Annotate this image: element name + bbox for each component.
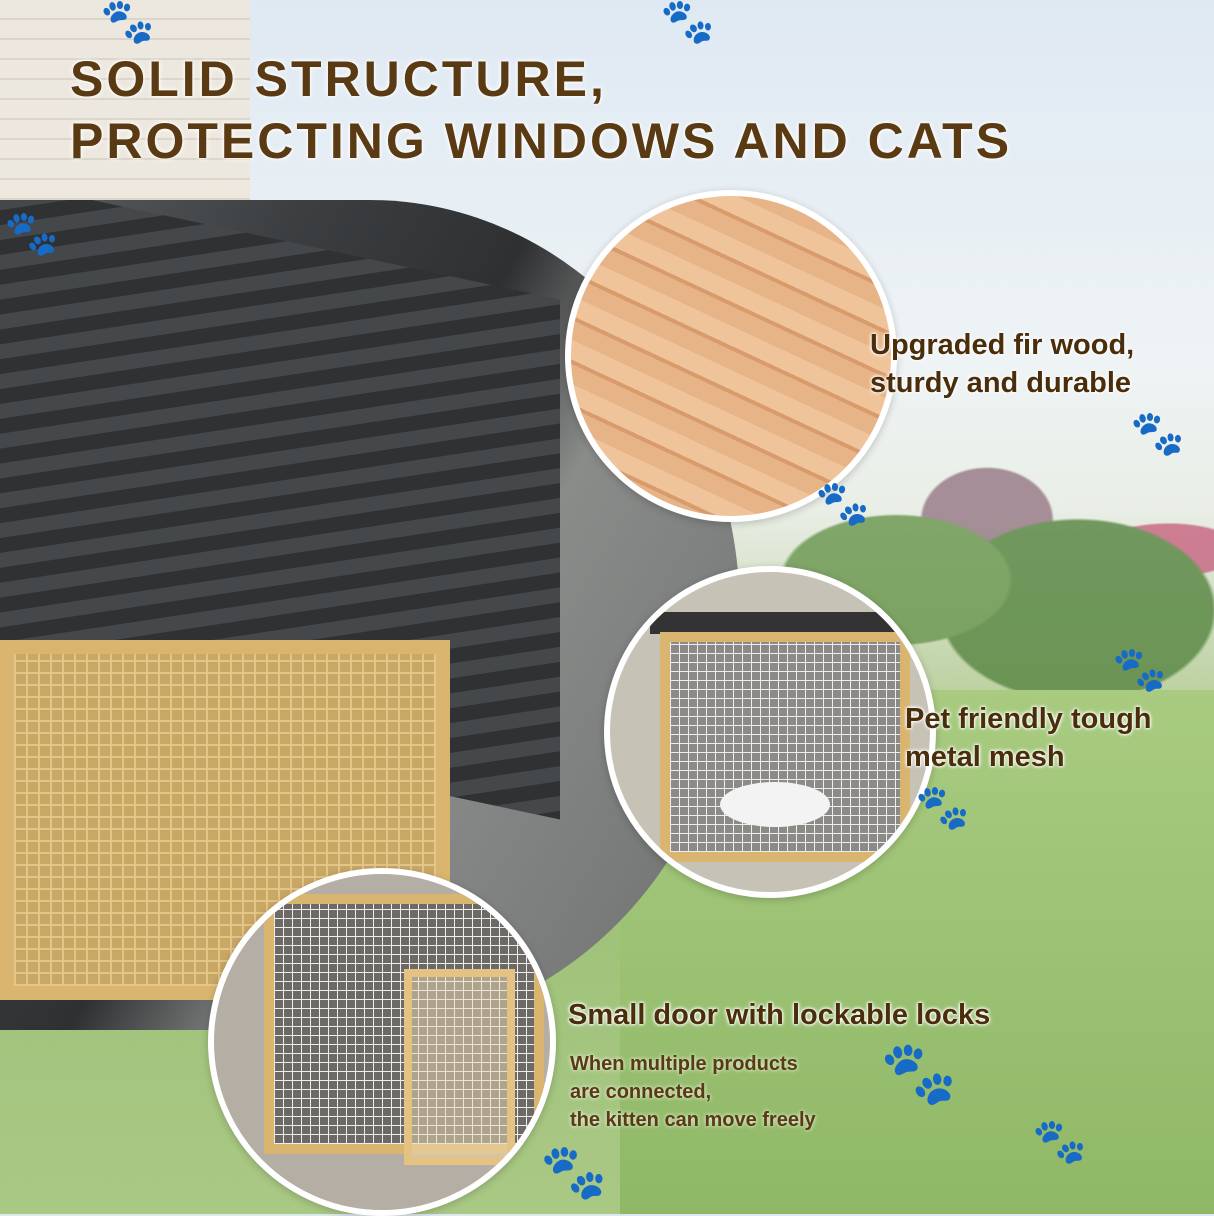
paw-print-icon: 🐾 xyxy=(880,1036,958,1109)
open-door xyxy=(404,969,515,1165)
paw-print-icon: 🐾 xyxy=(815,478,870,529)
paw-print-icon: 🐾 xyxy=(100,0,155,47)
cat xyxy=(720,782,830,827)
paw-print-icon: 🐾 xyxy=(1032,1116,1087,1167)
note-text: When multiple products xyxy=(570,1053,798,1075)
mesh-cage-photo xyxy=(604,566,936,898)
note-text: are connected, xyxy=(570,1081,712,1103)
headline-line-2: protecting windows and cats xyxy=(70,113,1013,169)
feature-text: Upgraded fir wood, xyxy=(870,329,1135,361)
feature-fir-wood: Upgraded fir wood, sturdy and durable xyxy=(870,326,1134,402)
connection-note: When multiple products are connected, th… xyxy=(570,1050,816,1134)
feature-text: sturdy and durable xyxy=(870,367,1132,399)
paw-print-icon: 🐾 xyxy=(1130,408,1185,459)
paw-print-icon: 🐾 xyxy=(1112,644,1167,695)
metal-mesh xyxy=(660,632,910,862)
feature-text: Small door with lockable locks xyxy=(568,999,991,1031)
feature-text: metal mesh xyxy=(905,741,1065,773)
fir-wood-photo xyxy=(565,190,897,522)
feature-metal-mesh: Pet friendly tough metal mesh xyxy=(905,700,1152,776)
note-text: the kitten can move freely xyxy=(570,1109,816,1131)
headline-line-1: Solid structure, xyxy=(70,51,607,107)
headline: Solid structure, protecting windows and … xyxy=(70,48,1012,172)
paw-print-icon: 🐾 xyxy=(4,208,59,259)
paw-print-icon: 🐾 xyxy=(660,0,715,47)
feature-text: Pet friendly tough xyxy=(905,703,1152,735)
feature-small-door: Small door with lockable locks xyxy=(568,996,990,1034)
paw-print-icon: 🐾 xyxy=(915,782,970,833)
cage-roof xyxy=(650,612,910,634)
paw-print-icon: 🐾 xyxy=(540,1140,608,1203)
small-door-photo xyxy=(208,868,556,1216)
